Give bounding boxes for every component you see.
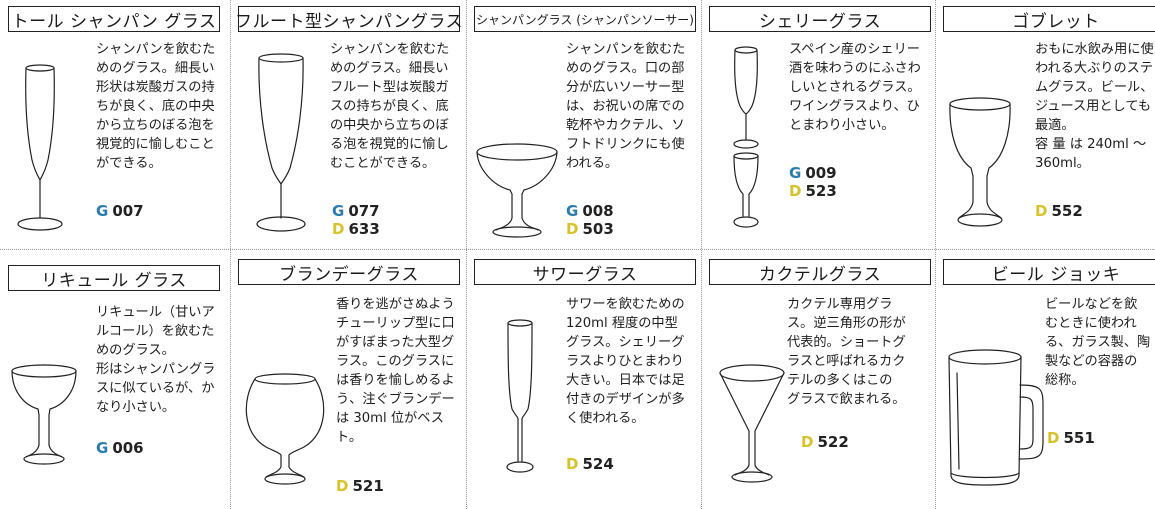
glass-card-brandy: ブランデーグラス 香りを逃がさぬよう チューリップ型に口 がすぼまった大型グ ラ… — [232, 251, 466, 509]
glass-card-beer-mug: ビール ジョッキ ビールなどを飲 むときに使われ る、ガラス製、陶 製などの容器… — [937, 251, 1155, 509]
card-title: トール シャンパン グラス — [8, 6, 220, 32]
glass-card-goblet: ゴブレット おもに水飲み用に使 われる大ぶりのステ ムグラス。ビール、 ジュース… — [937, 0, 1155, 249]
glass-card-tall-champagne: トール シャンパン グラス シャンパンを飲むた めのグラス。細長い 形状は炭酸ガ… — [0, 0, 230, 249]
glass-card-sherry: シェリーグラス スペイン産のシェリー 酒を味わうのにふさわ しいとされるグラス。… — [703, 0, 935, 249]
brandy-snifter-icon — [245, 373, 325, 485]
glass-card-sour: サワーグラス サワーを飲むための 120ml 程度の中型 グラス。シェリーグ ラ… — [468, 251, 701, 509]
glass-card-flute: フルート型シャンパングラス シャンパンを飲むた めのグラス。細長い フルート型は… — [232, 0, 466, 249]
card-description: ビールなどを飲 むときに使われ る、ガラス製、陶 製などの容器の 総称。 — [1045, 297, 1151, 388]
card-title: ブランデーグラス — [238, 259, 460, 285]
card-description: スペイン産のシェリー 酒を味わうのにふさわ しいとされるグラス。 ワイングラスよ… — [789, 42, 921, 133]
card-description: シャンパンを飲むた めのグラス。細長い 形状は炭酸ガスの持 ちが良く、底の中央 … — [96, 42, 216, 171]
goblet-icon — [949, 97, 1011, 227]
card-title: サワーグラス — [474, 259, 696, 285]
card-title: カクテルグラス — [709, 259, 931, 285]
beer-mug-icon — [948, 349, 1044, 486]
sour-glass-icon — [506, 319, 534, 473]
glass-card-cocktail: カクテルグラス カクテル専用グラ ス。逆三角形の形が 代表的。ショートグ ラスと… — [703, 251, 935, 509]
column-divider — [466, 0, 467, 509]
card-title: ゴブレット — [943, 6, 1155, 32]
card-title: フルート型シャンパングラス — [235, 6, 463, 32]
card-title: シャンパングラス (シャンパンソーサー) — [474, 6, 696, 32]
card-description: おもに水飲み用に使 われる大ぶりのステ ムグラス。ビール、 ジュース用としても … — [1035, 42, 1154, 171]
column-divider — [935, 0, 936, 509]
liqueur-glass-icon — [11, 364, 77, 465]
card-title: ビール ジョッキ — [943, 259, 1155, 285]
card-description: リキュール（甘いア ルコール）を飲むた めのグラス。 形はシャンパングラ スに似… — [96, 305, 216, 415]
column-divider — [230, 0, 231, 509]
card-description: 香りを逃がさぬよう チューリップ型に口 がすぼまった大型グ ラス。このグラスに … — [336, 297, 455, 445]
card-description: サワーを飲むための 120ml 程度の中型 グラス。シェリーグ ラスよりひとまわ… — [566, 297, 685, 426]
glass-card-liqueur: リキュール グラス リキュール（甘いア ルコール）を飲むた めのグラス。 形はシ… — [0, 251, 230, 509]
cocktail-glass-icon — [719, 364, 785, 483]
column-divider — [701, 0, 702, 509]
glass-card-coupe: シャンパングラス (シャンパンソーサー) シャンパンを飲むた めのグラス。口の部… — [468, 0, 701, 249]
row-divider — [0, 249, 1155, 250]
card-description: カクテル専用グラ ス。逆三角形の形が 代表的。ショートグ ラスと呼ばれるカク テ… — [787, 297, 906, 407]
card-description: シャンパンを飲むた めのグラス。口の部 分が広いソーサー型 は、お祝いの席での … — [566, 42, 686, 171]
card-description: シャンパンを飲むた めのグラス。細長い フルート型は炭酸ガ スの持ちが良く、底 … — [330, 42, 450, 171]
coupe-glass-icon — [476, 143, 558, 238]
sherry-glass-icon — [733, 46, 759, 228]
card-title: シェリーグラス — [709, 6, 931, 32]
flute-glass-icon — [256, 53, 306, 232]
tall-champagne-glass-icon — [17, 64, 63, 231]
card-title: リキュール グラス — [8, 265, 220, 291]
